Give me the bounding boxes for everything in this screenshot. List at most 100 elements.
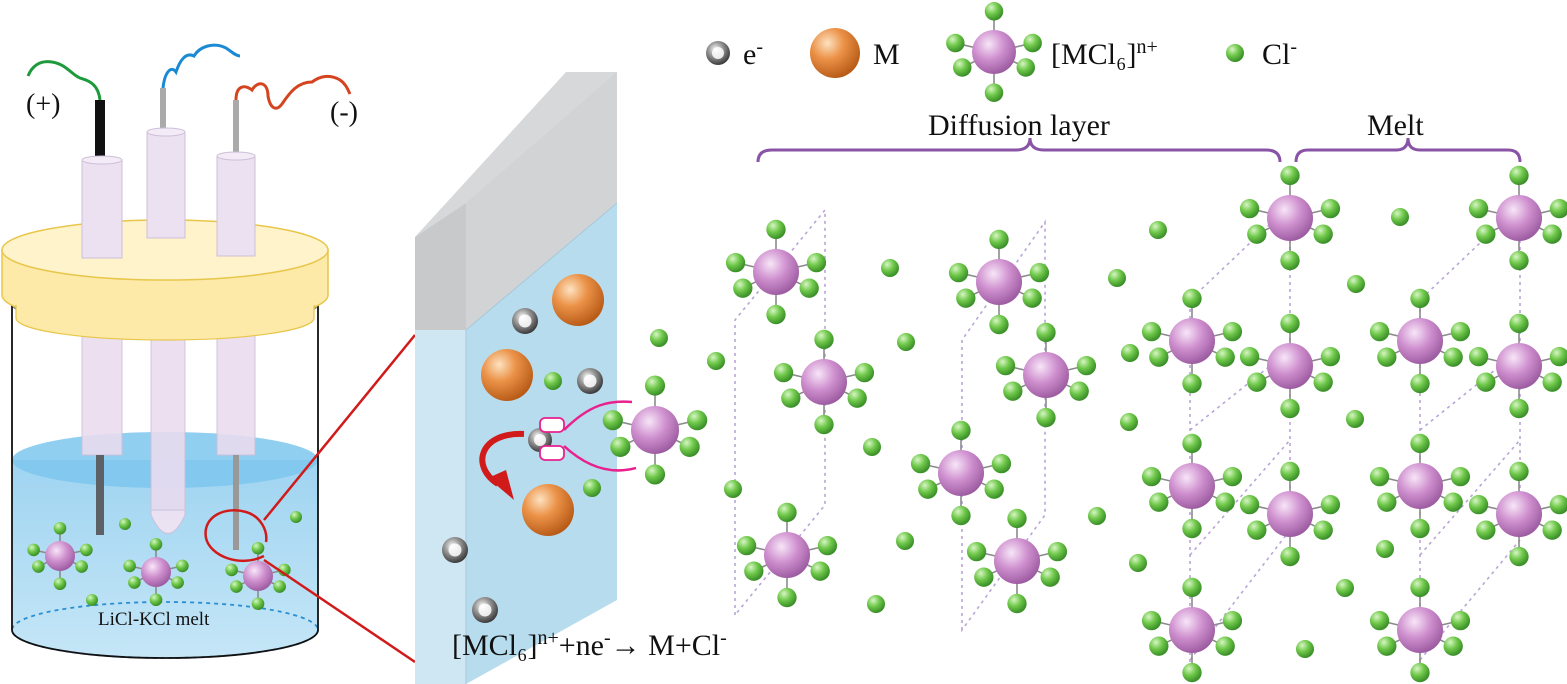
metal-center <box>243 561 273 591</box>
legend-metal-label: M <box>873 38 900 71</box>
chloride-ion <box>1149 492 1169 512</box>
zoom-line-bottom <box>263 558 416 664</box>
mcl6-complex <box>966 508 1068 614</box>
mcl6-complex <box>910 420 1012 526</box>
chloride-ion <box>1369 466 1390 487</box>
metal-center <box>801 359 847 405</box>
lattice-region <box>650 165 1567 683</box>
metal-center <box>753 249 799 295</box>
electron <box>577 368 603 394</box>
legend-complex-label: [MCl₆]n+ <box>1051 36 1158 71</box>
chloride-ion <box>1542 372 1562 392</box>
chloride-ion <box>644 464 666 485</box>
chloride-ion <box>736 535 757 556</box>
chloride-ion <box>27 543 40 557</box>
chloride-ion <box>149 593 163 607</box>
chloride-ion <box>1468 198 1489 219</box>
chloride-ion <box>687 410 708 431</box>
chloride-ion <box>1016 58 1035 77</box>
chloride-ion <box>1222 321 1243 342</box>
counter-electrode-tip <box>233 455 239 550</box>
melt-brace <box>1294 137 1522 163</box>
chloride-ion <box>1443 347 1463 367</box>
chloride-ion <box>1088 507 1106 525</box>
legend-chloride-label: Cl- <box>1262 36 1297 71</box>
chloride-ion <box>1549 494 1567 515</box>
mcl6-complex <box>736 502 838 608</box>
chloride-ion <box>1149 221 1167 239</box>
chloride-ion <box>1450 466 1471 487</box>
chloride-ion <box>544 372 562 390</box>
chloride-ion <box>128 576 141 589</box>
metal-center <box>1267 491 1313 537</box>
metal-center <box>1023 352 1069 398</box>
zoom-line-top <box>263 334 416 521</box>
chloride-ion <box>1141 466 1162 487</box>
chloride-ion <box>290 511 302 523</box>
chloride-ion <box>799 278 819 298</box>
legend-metal-icon <box>810 28 860 78</box>
chloride-ion <box>1280 398 1300 419</box>
chloride-ion <box>123 559 136 573</box>
chloride-ion <box>1182 662 1202 683</box>
chloride-ion <box>1450 321 1471 342</box>
chloride-ion <box>1391 208 1409 226</box>
chloride-ion <box>1007 593 1027 614</box>
electrode-tubes-top <box>81 127 256 259</box>
chloride-ion <box>1247 520 1267 540</box>
working-electrode-rod <box>95 100 105 162</box>
chloride-ion <box>946 33 965 53</box>
chloride-ion <box>1022 288 1042 308</box>
chloride-ion <box>1069 381 1089 401</box>
chloride-ion <box>1549 198 1567 219</box>
chloride-ion <box>53 521 67 535</box>
chloride-ion <box>1410 662 1430 683</box>
mcl6-complex <box>1468 313 1567 419</box>
chloride-ion <box>1222 466 1243 487</box>
chloride-ion <box>1468 494 1489 515</box>
metal-center <box>631 406 679 454</box>
chloride-ion <box>644 375 666 396</box>
chloride-ion <box>966 541 987 562</box>
chloride-ion <box>867 595 885 613</box>
chloride-ion <box>1410 433 1430 454</box>
chloride-ion <box>777 502 797 523</box>
electrochemical-cell: (+) (-) <box>1 43 358 659</box>
chloride-ion <box>1280 313 1300 334</box>
chloride-ion <box>1542 520 1562 540</box>
melt-region-label: Melt <box>1367 109 1424 142</box>
chloride-ion <box>679 436 700 457</box>
chloride-ion <box>75 560 88 573</box>
chloride-ion <box>1450 610 1471 631</box>
chloride-ion <box>733 278 753 298</box>
chloride-ion <box>1410 577 1430 598</box>
chloride-ion <box>847 388 867 408</box>
chloride-ion <box>1313 520 1333 540</box>
working-electrode-tip <box>96 455 104 535</box>
chloride-ion <box>610 436 631 457</box>
legend: e- M [MCl₆]n+ Cl- <box>706 2 1297 102</box>
mcl6-complex <box>1141 288 1243 394</box>
approaching-complex <box>602 375 708 485</box>
chloride-ion <box>817 535 838 556</box>
chloride-ion <box>1076 355 1097 376</box>
chloride-ion <box>1280 546 1300 567</box>
chloride-ion <box>1182 577 1202 598</box>
metal-center <box>1397 607 1443 653</box>
chloride-ion <box>984 83 1004 102</box>
chloride-ion <box>707 352 725 370</box>
reaction-equation: [MCl₆]n++ne-→ M+Cl- <box>452 627 727 662</box>
chloride-ion <box>650 329 668 347</box>
chloride-ion <box>32 560 45 573</box>
chloride-ion <box>119 518 131 530</box>
chloride-ion <box>1036 322 1056 343</box>
counter-electrode-rod <box>233 100 239 160</box>
chloride-ion <box>810 561 830 581</box>
mcl6-complex <box>1239 313 1341 419</box>
electron-transfer-hands <box>539 400 637 472</box>
chloride-ion <box>1247 372 1267 392</box>
chloride-ion <box>814 329 834 350</box>
electron <box>512 308 538 334</box>
melt-label: LiCl-KCl melt <box>98 609 210 630</box>
chloride-ion <box>995 355 1016 376</box>
